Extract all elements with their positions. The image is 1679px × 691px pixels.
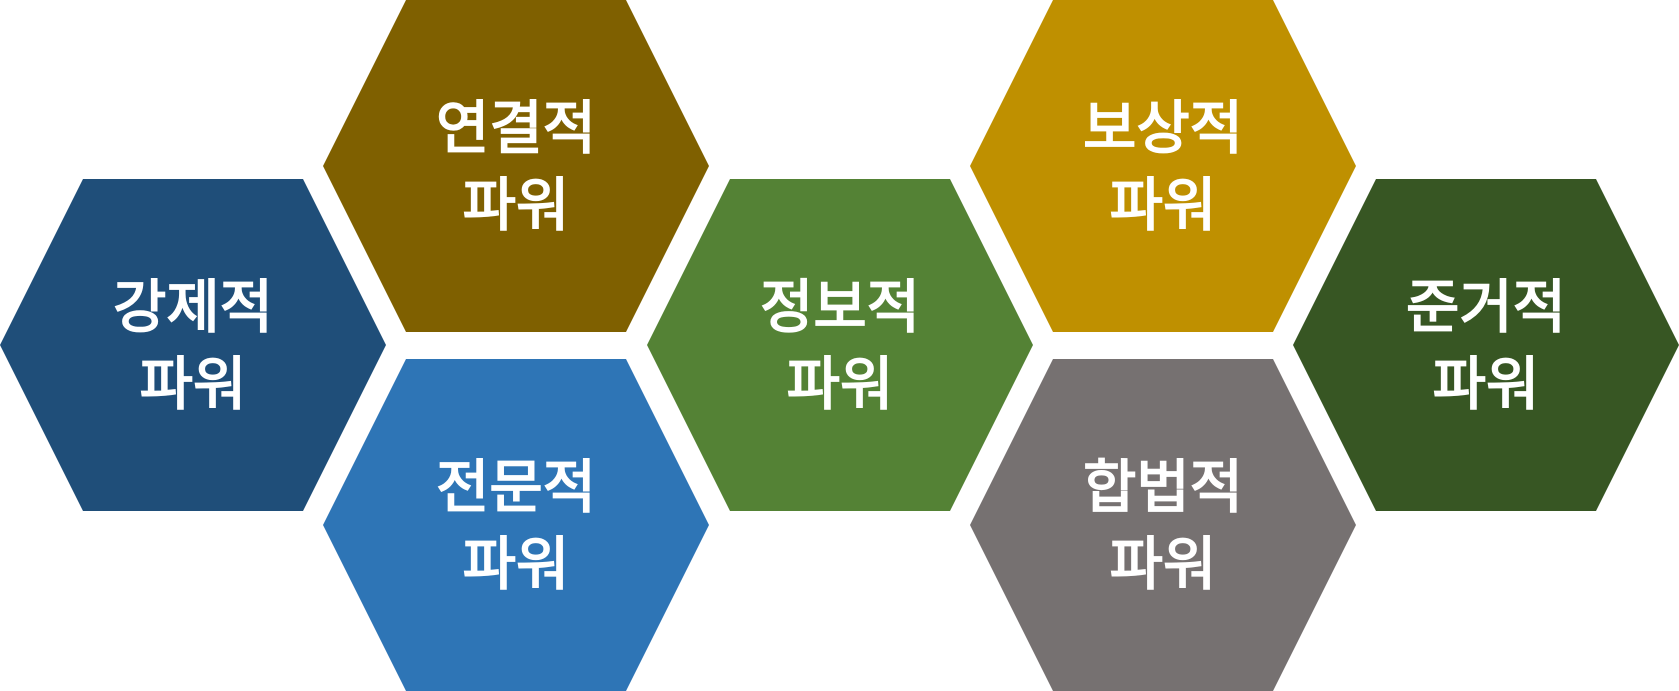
hex-label-line1: 강제적 — [113, 273, 273, 341]
hex-expert: 전문적 파워 — [323, 359, 709, 691]
hex-label-line1: 정보적 — [760, 273, 920, 341]
hex-label-line2: 파워 — [463, 530, 570, 598]
hex-legitimate: 합법적 파워 — [970, 359, 1356, 691]
hex-coercive: 강제적 파워 — [0, 179, 386, 511]
hex-connection: 연결적 파워 — [323, 0, 709, 332]
hex-label-line2: 파워 — [463, 171, 570, 239]
hexagon-shape — [1293, 179, 1679, 511]
hex-information: 정보적 파워 — [647, 179, 1033, 511]
hex-reward: 보상적 파워 — [970, 0, 1356, 332]
hexagon-shape — [0, 179, 386, 511]
hex-label-line1: 전문적 — [436, 453, 596, 521]
hexagon-shape — [647, 179, 1033, 511]
hex-referent: 준거적 파워 — [1293, 179, 1679, 511]
hexagon-shape — [970, 359, 1356, 691]
hex-label-line2: 파워 — [1110, 171, 1217, 239]
hexagon-shape — [323, 0, 709, 332]
hex-label-line2: 파워 — [787, 350, 894, 418]
hex-label-line1: 연결적 — [436, 94, 596, 162]
hexagon-shape — [970, 0, 1356, 332]
hex-label-line1: 보상적 — [1083, 94, 1243, 162]
hex-label-line2: 파워 — [1433, 350, 1540, 418]
hex-label-line2: 파워 — [140, 350, 247, 418]
hex-label-line1: 준거적 — [1406, 273, 1566, 341]
hex-label-line2: 파워 — [1110, 530, 1217, 598]
hex-label-line1: 합법적 — [1083, 453, 1243, 521]
hexagon-shape — [323, 359, 709, 691]
